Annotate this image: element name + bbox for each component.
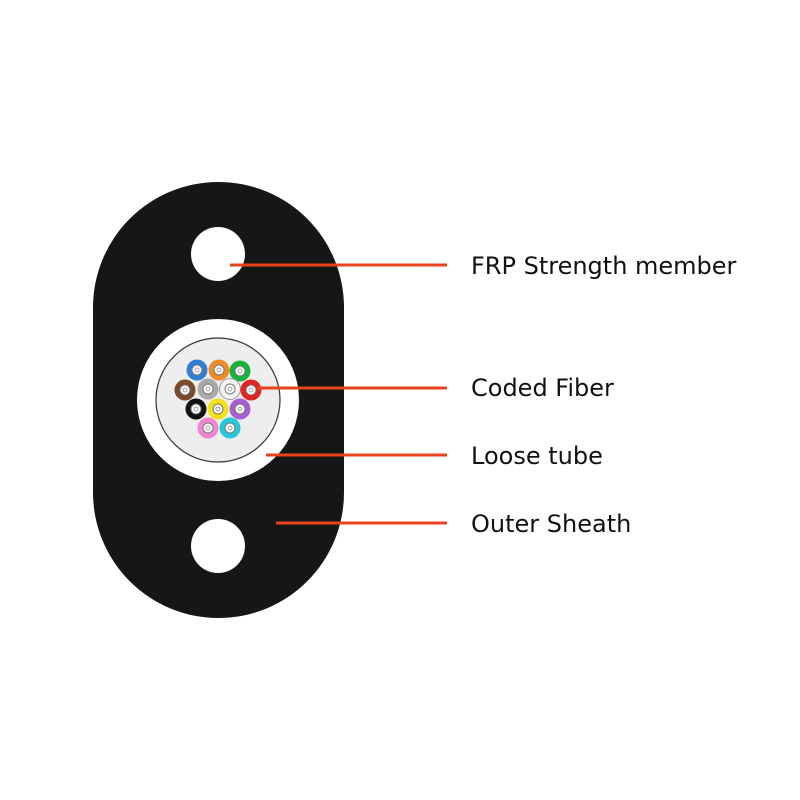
fiber-12 bbox=[219, 417, 241, 439]
fiber-2 bbox=[208, 359, 230, 381]
strength-member-bottom bbox=[191, 519, 245, 573]
fiber-10 bbox=[229, 398, 251, 420]
fiber-5 bbox=[197, 378, 219, 400]
label-strength-member: FRP Strength member bbox=[471, 252, 737, 280]
label-loose-tube: Loose tube bbox=[471, 442, 603, 470]
fiber-4 bbox=[174, 379, 196, 401]
fiber-1 bbox=[186, 359, 208, 381]
fiber-11 bbox=[197, 417, 219, 439]
label-outer-sheath: Outer Sheath bbox=[471, 510, 631, 538]
fiber-7 bbox=[240, 379, 262, 401]
fiber-3 bbox=[229, 360, 251, 382]
label-coded-fiber: Coded Fiber bbox=[471, 374, 614, 402]
strength-member-top bbox=[191, 227, 245, 281]
coded-fibers bbox=[174, 359, 262, 439]
fiber-8 bbox=[185, 398, 207, 420]
leader-lines bbox=[230, 263, 447, 525]
fiber-6 bbox=[219, 378, 241, 400]
fiber-9 bbox=[207, 398, 229, 420]
